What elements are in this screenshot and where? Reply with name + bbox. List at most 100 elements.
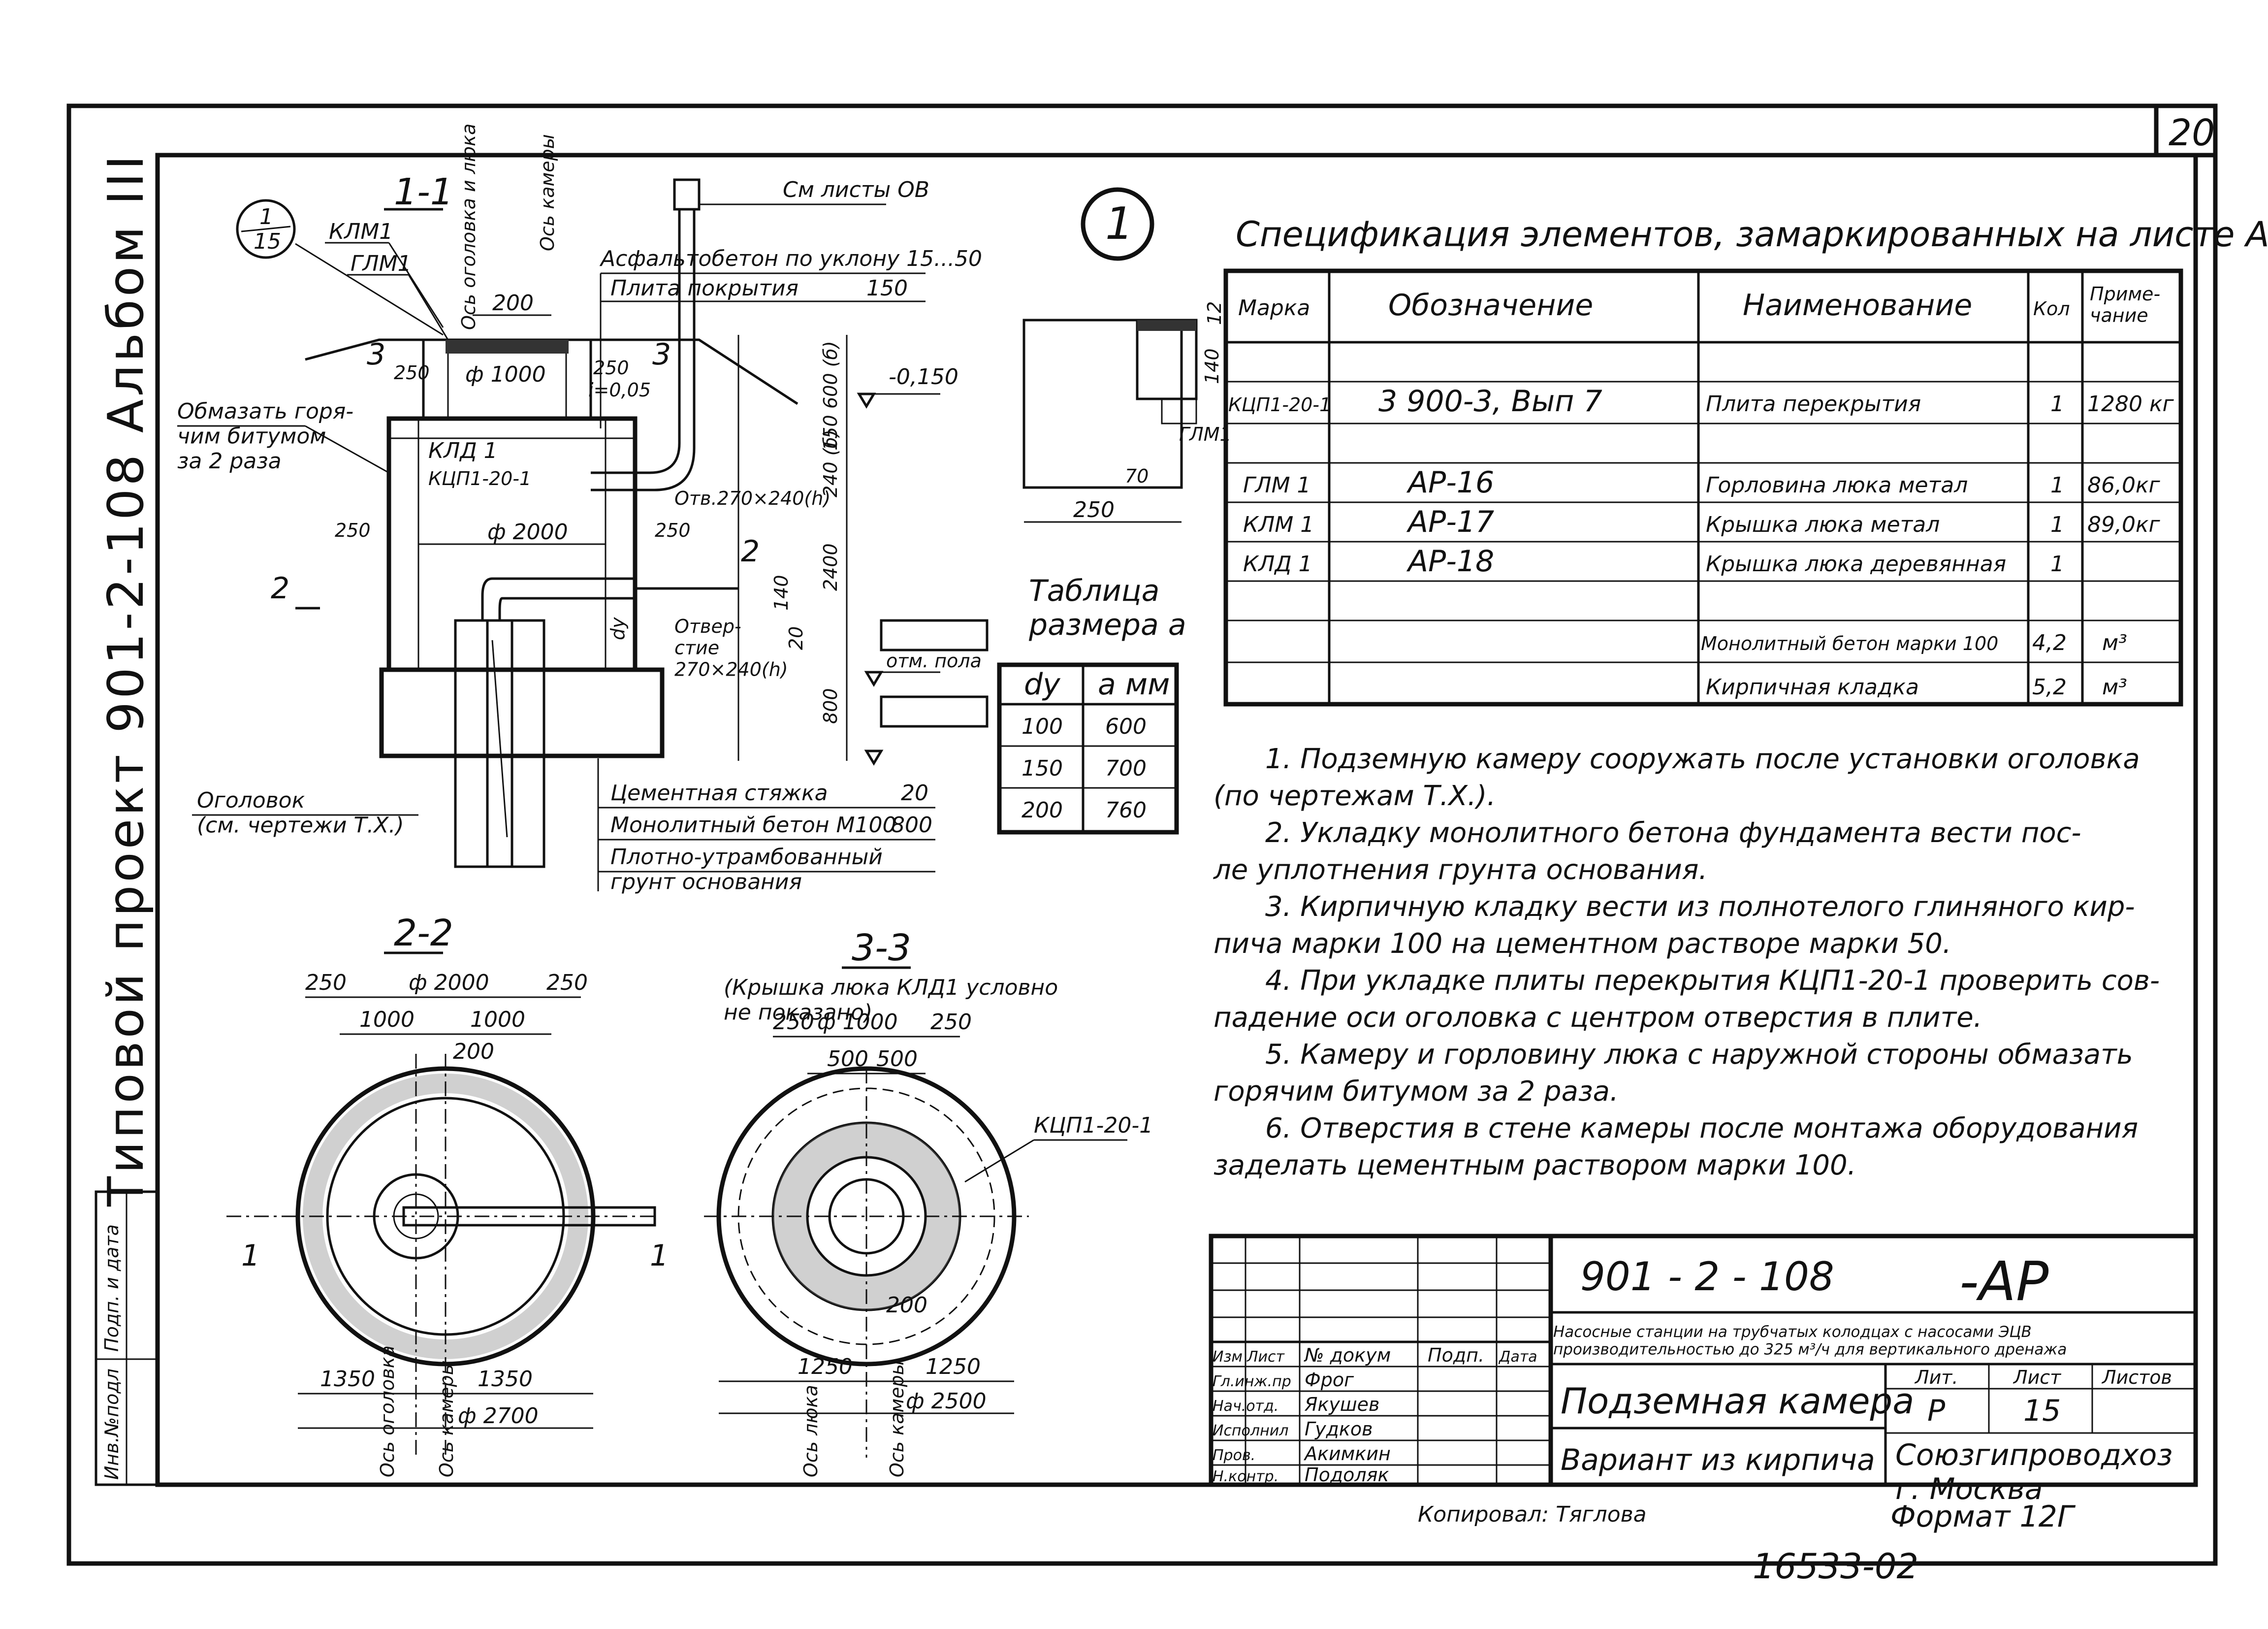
layer-screed: Цементная стяжка <box>610 781 828 806</box>
s22-dim-1350-left: 1350 <box>320 1367 375 1392</box>
label-slab: Плита покрытия <box>610 276 799 301</box>
tb-role-1: Гл.инж.пр <box>1213 1373 1291 1390</box>
tb-col-sign: Подп. <box>1428 1344 1484 1366</box>
spec-r5-qty: 1 <box>2050 512 2064 537</box>
s22-axis-head: Ось оголовка <box>377 1345 398 1477</box>
layer-concrete-value: 800 <box>891 813 932 838</box>
s22-dim-250-right: 250 <box>546 970 588 995</box>
tb-col-date: Дата <box>1498 1348 1537 1366</box>
tb-sheet: 15 <box>2023 1394 2061 1428</box>
tb-name-3: Гудков <box>1305 1418 1373 1440</box>
spec-h-note: Приме-чание <box>2090 283 2160 326</box>
spec-r9-qty: 5,2 <box>2032 675 2067 700</box>
s22-mark-1-left: 1 <box>241 1238 260 1273</box>
callout-denominator: 15 <box>254 229 281 254</box>
label-klm1: КЛМ1 <box>329 219 393 244</box>
spec-r4-name: Горловина люка метал <box>1706 473 1968 498</box>
detail-1-number: 1 <box>1105 198 1133 250</box>
s33-axis-chamber: Ось камеры <box>886 1360 908 1477</box>
s33-label-kcp: КЦП1-20-1 <box>1034 1113 1153 1138</box>
s33-axis-hatch: Ось люка <box>800 1385 822 1477</box>
spec-r5-note: 89,0кг <box>2087 512 2161 537</box>
title-block: Изм Лист № докум Подп. Дата Гл.инж.пр Фр… <box>1209 1234 2198 1587</box>
tb-name-1: Фрог <box>1305 1369 1354 1391</box>
tb-project: Насосные станции на трубчатых колодцах с… <box>1553 1323 2067 1359</box>
axis-chamber-label: Ось камеры <box>537 134 558 251</box>
spec-r4-note: 86,0кг <box>2087 473 2161 498</box>
mark-3: 3 <box>367 337 385 372</box>
size-table-h-dy: dy <box>1024 667 1061 702</box>
note-line-11: 6. Отверстия в стене камеры после монтаж… <box>1265 1112 2138 1144</box>
section-3-3-title: 3-3 <box>852 927 911 969</box>
section-1-1-title: 1-1 <box>394 171 453 213</box>
tb-code: 901 - 2 - 108 <box>1580 1254 1834 1300</box>
label-asphalt: Асфальтобетон по уклону 15...50 <box>599 246 982 271</box>
size-table-r2c2: 700 <box>1105 756 1147 781</box>
spec-r4-desig: АР-16 <box>1406 465 1494 500</box>
detail-glm: ГЛМ1 <box>1179 424 1232 445</box>
s22-dim-200: 200 <box>453 1039 494 1064</box>
mark-2-right: 2 <box>741 534 760 569</box>
size-table-r2c1: 150 <box>1022 756 1063 781</box>
spec-r9-name: Кирпичная кладка <box>1706 675 1919 700</box>
note-line-9: 5. Камеру и горловину люка с наружной ст… <box>1265 1039 2133 1071</box>
spec-h-mark: Марка <box>1238 295 1310 321</box>
dim-20: 20 <box>785 626 807 650</box>
tb-copied: Копировал: Тяглова <box>1418 1502 1647 1527</box>
tb-col-izm: Изм <box>1213 1348 1243 1366</box>
spec-r8-name: Монолитный бетон марки 100 <box>1701 633 1998 654</box>
note-line-10: горячим битумом за 2 раза. <box>1214 1075 1619 1108</box>
dim-i005: i=0,05 <box>588 379 651 401</box>
size-table-r3c2: 760 <box>1105 798 1147 823</box>
dim-240: 240 (б) <box>820 429 841 497</box>
s22-dim-1000-right: 1000 <box>470 1007 525 1032</box>
tb-name-2: Якушев <box>1304 1394 1379 1415</box>
label-head: Оголовок(см. чертежи Т.Х.) <box>197 788 404 838</box>
spec-r4-mark: ГЛМ 1 <box>1243 473 1311 498</box>
dim-800: 800 <box>820 688 841 724</box>
tb-stage-h: Лит. <box>1914 1367 1958 1388</box>
tb-name-5: Подоляк <box>1305 1464 1389 1486</box>
general-notes: 1. Подземную камеру сооружать после уста… <box>1213 743 2160 1181</box>
tb-stage: Р <box>1927 1394 1946 1428</box>
spec-r6-mark: КЛД 1 <box>1243 552 1312 577</box>
dim-dy: dy <box>607 617 629 640</box>
tb-role-3: Исполнил <box>1213 1422 1288 1439</box>
tb-name-4: Акимкин <box>1303 1443 1391 1465</box>
tb-sheet-h: Лист <box>2012 1367 2062 1388</box>
spec-r5-mark: КЛМ 1 <box>1243 512 1314 537</box>
tb-variant: Вариант из кирпича <box>1561 1443 1875 1477</box>
callout-numerator: 1 <box>259 204 273 229</box>
note-line-7: 4. При укладке плиты перекрытия КЦП1-20-… <box>1265 965 2160 997</box>
note-line-12: заделать цементным раствором марки 100. <box>1214 1149 1856 1181</box>
s33-dim-250-right: 250 <box>930 1010 972 1035</box>
label-floor-elev: отм. пола <box>886 650 982 672</box>
tb-col-list: Лист <box>1246 1348 1285 1366</box>
label-kld1: КЛД 1 <box>428 438 498 463</box>
detail-dim-12: 12 <box>1204 301 1225 325</box>
dim-200: 200 <box>492 291 534 316</box>
spec-r2-qty: 1 <box>2050 391 2064 417</box>
note-line-2: (по чертежам Т.Х.). <box>1214 780 1496 812</box>
album-title-vertical: Типовой проект 901-2-108 Альбом III <box>97 152 155 1207</box>
tb-inv: 16533-02 <box>1753 1546 1918 1587</box>
s33-dim-200: 200 <box>886 1293 927 1318</box>
mark-3-right: 3 <box>652 337 671 372</box>
spec-r6-name: Крышка люка деревянная <box>1706 552 2006 577</box>
dim-250-neck-left: 250 <box>394 362 430 384</box>
s22-dim-phi2700: ф 2700 <box>458 1403 539 1429</box>
left-stamp-strip: Инв.№подл Подп. и дата <box>95 1190 159 1486</box>
section-2-2-title: 2-2 <box>394 912 453 954</box>
layer-concrete: Монолитный бетон М100 <box>610 813 896 838</box>
note-line-4: ле уплотнения грунта основания. <box>1213 854 1707 886</box>
note-line-5: 3. Кирпичную кладку вести из полнотелого… <box>1265 891 2135 923</box>
label-glm1: ГЛМ1 <box>351 251 412 276</box>
sheet-frames <box>66 103 2218 1566</box>
dim-140: 140 <box>770 575 792 611</box>
